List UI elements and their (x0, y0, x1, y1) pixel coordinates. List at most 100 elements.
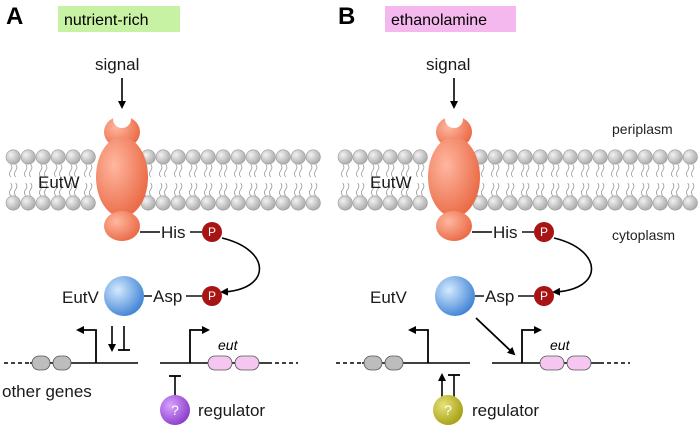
lipid-tail (249, 163, 253, 178)
eutw-b-binding-pocket (445, 110, 463, 128)
gene-b-eut-2 (566, 355, 592, 371)
lipid-tail (314, 182, 318, 197)
lipid-tail (566, 182, 570, 197)
lipid-tail (179, 163, 183, 178)
asp-a-p-label: P (208, 289, 216, 303)
regulator-a-question: ? (171, 402, 179, 418)
eutv-a-protein (104, 276, 144, 316)
condition-a-label: nutrient-rich (64, 12, 148, 29)
lipid-tail (491, 163, 495, 178)
lipid-tail (239, 163, 243, 178)
lipid-head (80, 149, 96, 165)
lipid-tail (656, 182, 660, 197)
lipid-tail (219, 182, 223, 197)
his-a-label: His (161, 223, 186, 242)
lipid-head (185, 149, 201, 165)
lipid-tail (74, 163, 78, 178)
lipid-head (412, 149, 428, 165)
lipid-tail (496, 163, 500, 178)
lipid-head (382, 149, 398, 165)
promoter-a-left (76, 326, 97, 363)
lipid-head (155, 195, 171, 211)
his-a-p-label: P (208, 225, 216, 239)
panel-b: B ethanolamine signal EutW His P EutV As… (336, 3, 698, 425)
lipid-tail (209, 163, 213, 178)
eutw-b (428, 110, 480, 241)
regulator-a-label: regulator (198, 401, 265, 420)
lipid-head (517, 195, 533, 211)
lipid-tail (361, 163, 365, 178)
lipid-head (245, 149, 261, 165)
lipid-tail (219, 163, 223, 178)
lipid-tail (346, 182, 350, 197)
lipid-tail (551, 163, 555, 178)
lipid-head (652, 149, 668, 165)
lipid-tail (54, 163, 58, 178)
lipid-tail (249, 182, 253, 197)
lipid-head (200, 149, 216, 165)
lipid-tail (676, 182, 680, 197)
gene-a-grey-1 (31, 355, 51, 371)
lipid-tail (309, 182, 313, 197)
his-b-p-label: P (540, 225, 548, 239)
lipid-tail (164, 182, 168, 197)
lipid-tail (194, 163, 198, 178)
eutw-b-label: EutW (370, 173, 412, 192)
lipid-tail (269, 163, 273, 178)
lipid-tail (611, 163, 615, 178)
lipid-head (260, 149, 276, 165)
lipid-tail (491, 182, 495, 197)
lipid-tail (314, 163, 318, 178)
lipid-tail (556, 182, 560, 197)
lipid-tail (536, 182, 540, 197)
lipid-tail (641, 182, 645, 197)
phosphotransfer-a-arrow (220, 237, 261, 296)
lipid-tail (646, 163, 650, 178)
lipid-head (667, 149, 683, 165)
lipid-tail (309, 163, 313, 178)
lipid-tail (39, 163, 43, 178)
lipid-head (532, 149, 548, 165)
lipid-tail (686, 182, 690, 197)
lipid-head (652, 195, 668, 211)
gene-b-grey-2 (384, 355, 404, 371)
lipid-head (562, 195, 578, 211)
lipid-head (367, 149, 383, 165)
eut-a-label: eut (218, 337, 239, 353)
lipid-tail (641, 163, 645, 178)
promoter-a-eut (189, 326, 210, 363)
lipid-head (170, 195, 186, 211)
eutw-a-kinase-domain (104, 211, 140, 241)
lipid-tail (264, 163, 268, 178)
lipid-tail (164, 163, 168, 178)
lipid-tail (671, 182, 675, 197)
lipid-tail (401, 163, 405, 178)
lipid-tail (566, 163, 570, 178)
panel-b-letter: B (338, 3, 355, 30)
gene-a-eut-2 (234, 355, 260, 371)
lipid-tail (254, 182, 258, 197)
lipid-head (20, 195, 36, 211)
lipid-head (532, 195, 548, 211)
signal-b-label: signal (426, 55, 470, 74)
eutv-b-activation-arrow (475, 317, 516, 356)
lipid-tail (299, 163, 303, 178)
lipid-tail (526, 182, 530, 197)
lipid-tail (279, 182, 283, 197)
lipid-tail (481, 182, 485, 197)
gene-a-eut-1 (207, 355, 233, 371)
promoter-b-eut (521, 326, 542, 363)
other-genes-label: other genes (2, 382, 92, 401)
lipid-tail (224, 163, 228, 178)
promoter-b-left (408, 326, 429, 363)
lipid-tail (189, 163, 193, 178)
his-a-phosphate (202, 222, 222, 242)
periplasm-label: periplasm (612, 121, 673, 137)
lipid-head (35, 195, 51, 211)
lipid-tail (179, 182, 183, 197)
lipid-tail (204, 182, 208, 197)
lipid-head (487, 195, 503, 211)
lipid-head (682, 195, 698, 211)
panel-a: A nutrient-rich signal EutW His P EutV A… (2, 3, 321, 425)
